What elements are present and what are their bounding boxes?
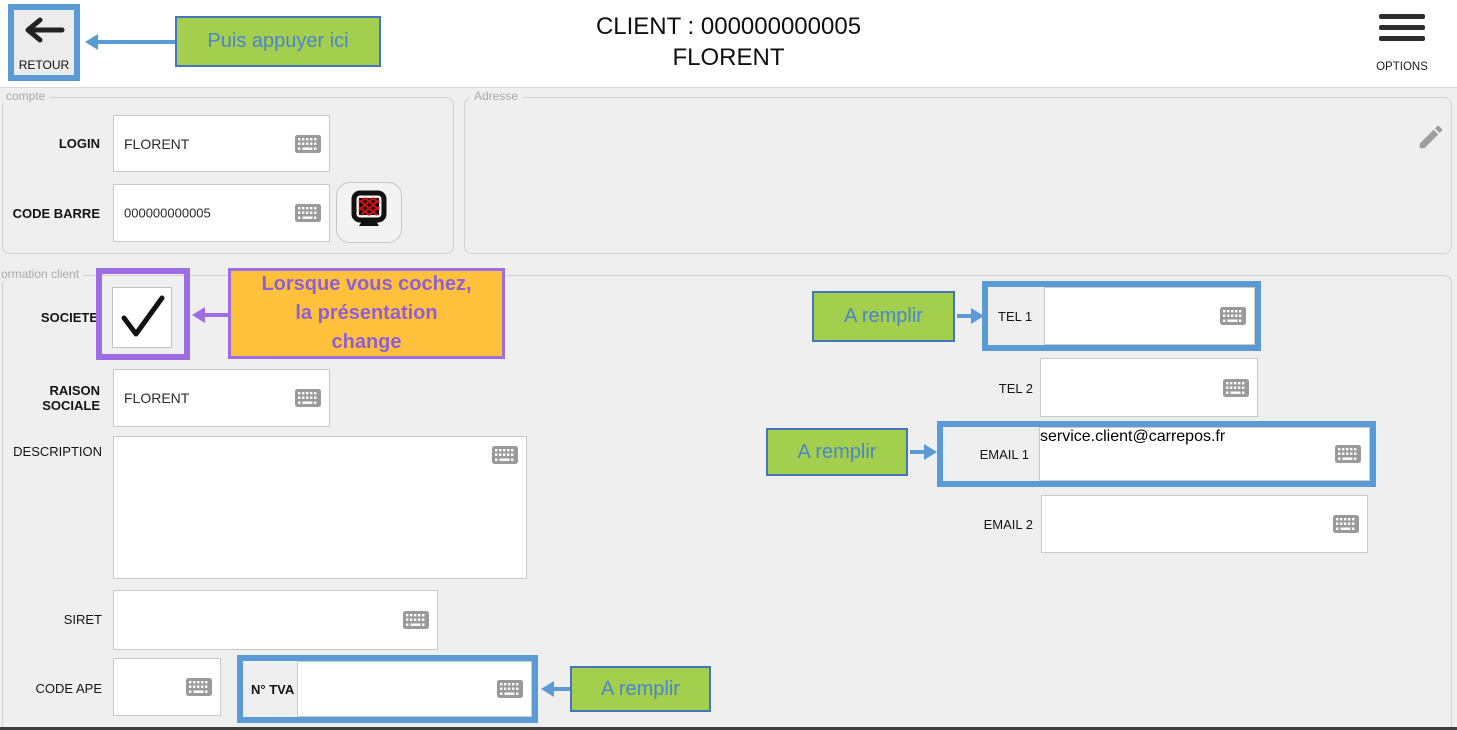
keyboard-icon[interactable] [1223, 378, 1249, 397]
press-here-callout: Puis appuyer ici [175, 16, 381, 67]
keyboard-icon[interactable] [295, 389, 321, 407]
information-client-section [2, 275, 1452, 730]
email2-label: EMAIL 2 [983, 517, 1033, 532]
keyboard-icon[interactable] [1333, 515, 1359, 533]
client-name: FLORENT [672, 44, 785, 71]
back-button-label: RETOUR [18, 58, 70, 72]
arrow-to-checkbox-head [192, 307, 205, 323]
keyboard-icon[interactable] [492, 446, 518, 464]
keyboard-icon[interactable] [403, 611, 429, 629]
fill-tva-text: A remplir [601, 677, 680, 700]
tel2-input[interactable] [1040, 358, 1258, 417]
fill-tva-callout: A remplir [570, 666, 711, 712]
email1-highlight: EMAIL 1 service.client@carrepos.fr [937, 421, 1376, 487]
adresse-section[interactable] [464, 97, 1452, 254]
keyboard-icon[interactable] [295, 204, 321, 222]
arrow-to-tva-head [541, 681, 554, 697]
arrow-to-checkbox-line [204, 313, 228, 317]
email1-label: EMAIL 1 [979, 446, 1029, 462]
arrow-to-back-button-line [97, 40, 175, 44]
arrow-to-tel1-head [971, 308, 984, 324]
fill-tel1-text: A remplir [844, 305, 923, 327]
tva-input[interactable] [297, 661, 532, 717]
keyboard-icon[interactable] [497, 680, 523, 698]
arrow-to-email1-line [910, 450, 926, 454]
edit-address-button[interactable] [1416, 122, 1446, 157]
fill-tel1-callout: A remplir [812, 291, 955, 342]
page-title: CLIENT : 000000000005 FLORENT [0, 11, 1457, 73]
code-barre-label: CODE BARRE [12, 206, 100, 221]
fill-email1-text: A remplir [797, 440, 877, 463]
tva-label: N° TVA [251, 681, 295, 697]
back-arrow-icon [23, 16, 65, 49]
login-input[interactable]: FLORENT [113, 115, 330, 172]
compte-legend: compte [2, 89, 50, 103]
adresse-legend: Adresse [470, 89, 523, 103]
tel1-input[interactable] [1044, 287, 1255, 345]
checkbox-note-callout: Lorsque vous cochez, la présentation cha… [228, 268, 505, 359]
raison-sociale-label: RAISON SOCIALE [42, 383, 100, 413]
email1-value: service.client@carrepos.fr [1040, 428, 1226, 445]
back-button[interactable]: RETOUR [14, 10, 74, 75]
code-barre-input[interactable]: 000000000005 [113, 184, 330, 242]
checkbox-note-text: Lorsque vous cochez, la présentation cha… [261, 273, 472, 353]
options-label: OPTIONS [1376, 61, 1428, 73]
pencil-icon [1416, 125, 1446, 156]
press-here-text: Puis appuyer ici [207, 30, 349, 52]
keyboard-icon[interactable] [1335, 445, 1361, 463]
back-button-highlight: RETOUR [8, 4, 80, 81]
tel1-label: TEL 1 [998, 308, 1033, 324]
barcode-scanner-icon [349, 190, 389, 235]
code-barre-value: 000000000005 [124, 205, 211, 221]
login-label: LOGIN [58, 136, 100, 151]
keyboard-icon[interactable] [186, 678, 212, 696]
login-value: FLORENT [124, 135, 190, 152]
compte-section [2, 97, 454, 254]
checkbox-highlight [96, 268, 190, 360]
siret-label: SIRET [63, 612, 102, 627]
siret-input[interactable] [113, 590, 438, 650]
fill-email1-callout: A remplir [766, 428, 908, 476]
client-number: CLIENT : 000000000005 [595, 13, 862, 40]
hamburger-icon [1379, 14, 1425, 19]
societe-checkbox[interactable] [112, 287, 172, 348]
arrow-to-email1-head [924, 444, 937, 460]
description-label: DESCRIPTION [13, 444, 102, 459]
raison-sociale-input[interactable]: FLORENT [113, 369, 330, 427]
window-bottom-edge [0, 727, 1457, 730]
tel1-highlight: TEL 1 [982, 281, 1261, 351]
arrow-to-tel1-line [957, 314, 973, 318]
tva-highlight: N° TVA [237, 655, 538, 723]
checkmark-icon [116, 290, 168, 345]
code-ape-input[interactable] [113, 658, 221, 716]
email2-input[interactable] [1041, 495, 1368, 553]
description-textarea[interactable] [113, 436, 527, 579]
code-ape-label: CODE APE [35, 681, 102, 696]
barcode-scanner-button[interactable] [336, 182, 402, 243]
tel2-label: TEL 2 [998, 381, 1033, 396]
keyboard-icon[interactable] [295, 134, 321, 153]
keyboard-icon[interactable] [1220, 307, 1246, 325]
email1-input[interactable]: service.client@carrepos.fr [1039, 427, 1370, 481]
arrow-to-tva-line [553, 687, 570, 691]
raison-sociale-value: FLORENT [124, 390, 190, 406]
arrow-to-back-button-head [85, 34, 98, 50]
options-menu-button[interactable] [1379, 14, 1425, 41]
information-client-legend: ormation client [0, 267, 84, 281]
societe-label: SOCIETE [40, 310, 98, 325]
